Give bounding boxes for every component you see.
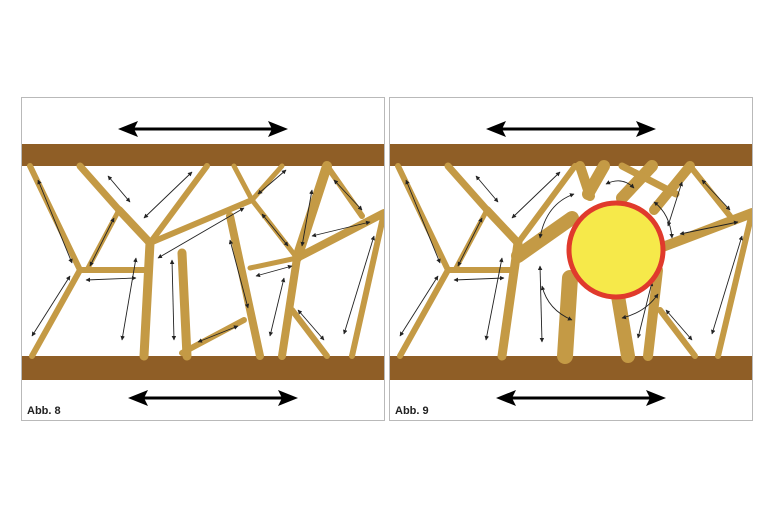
- diagram-abb-9: [390, 121, 752, 406]
- large-arrows: [132, 127, 284, 400]
- force-arrows: [31, 169, 375, 343]
- sun-circle: [566, 200, 666, 300]
- top-board: [390, 144, 752, 166]
- bottom-board: [22, 356, 384, 380]
- figure-caption: Abb. 9: [395, 405, 429, 417]
- large-arrows: [500, 127, 652, 400]
- strut-network: [27, 161, 384, 361]
- figure-abb-9: Abb. 9: [389, 97, 753, 421]
- top-board: [22, 144, 384, 166]
- figure-caption: Abb. 8: [27, 405, 61, 417]
- curved-arrows: [538, 180, 674, 321]
- figure-abb-8: Abb. 8: [21, 97, 385, 421]
- diagram-abb-8: [22, 121, 384, 406]
